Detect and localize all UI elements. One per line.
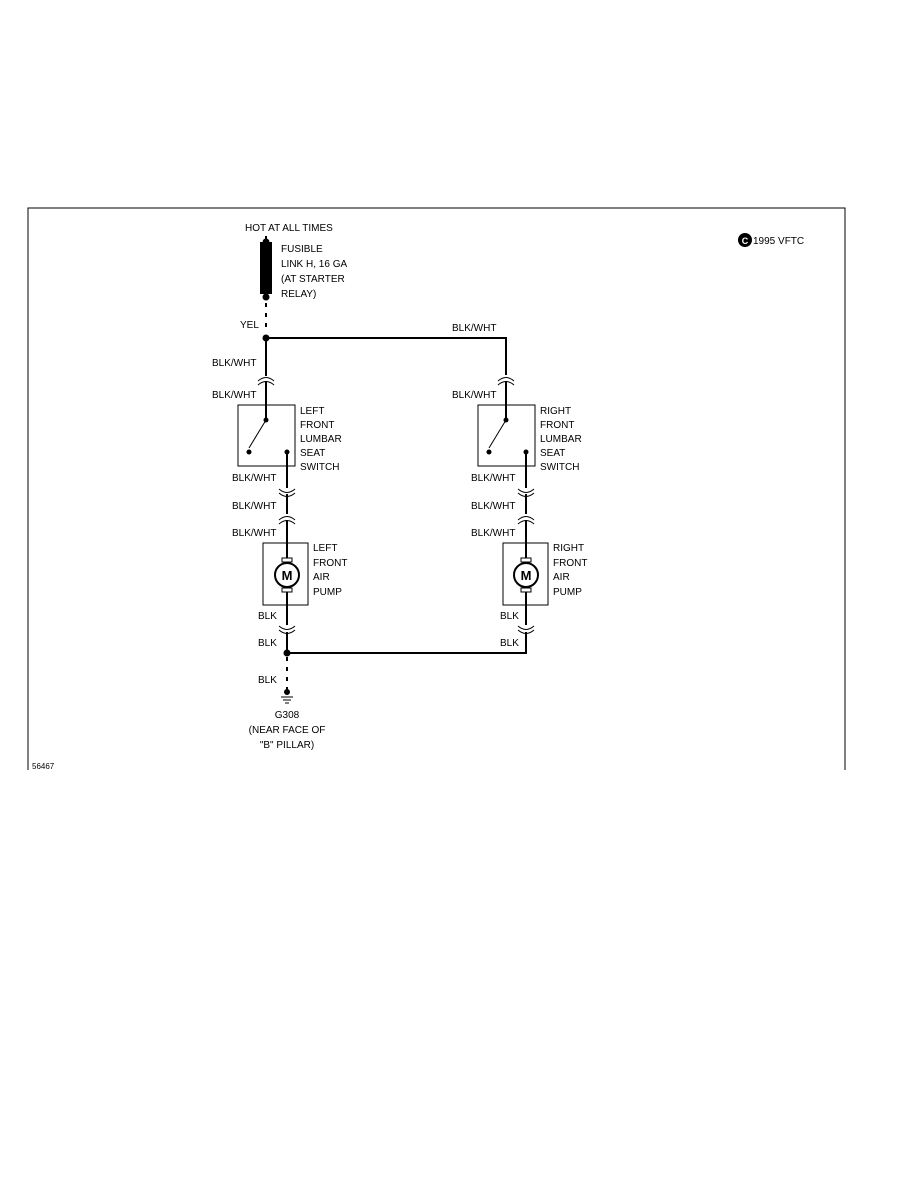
left-wire-1-label: BLK/WHT <box>212 358 256 369</box>
ground-icon <box>281 689 293 704</box>
left-switch-label-4: SEAT <box>300 448 325 459</box>
copyright-mark: C <box>742 236 749 246</box>
left-wire-7-label: BLK <box>258 638 277 649</box>
ground-wire-label: BLK <box>258 675 277 686</box>
left-pump-label-4: PUMP <box>313 587 342 598</box>
left-motor-symbol: M <box>282 568 293 583</box>
figure-id: 56467 <box>32 762 55 771</box>
right-switch-pivot <box>486 449 492 455</box>
right-switch-label-1: RIGHT <box>540 406 571 417</box>
left-pump-label-2: FRONT <box>313 558 347 569</box>
diagram-frame <box>27 207 846 770</box>
right-motor-icon <box>513 562 539 588</box>
left-motor-brush-top <box>281 557 293 563</box>
fusible-link-line-3: (AT STARTER <box>281 274 345 285</box>
top-crossover-label: BLK/WHT <box>452 323 496 334</box>
right-wire-4-label: BLK/WHT <box>471 528 515 539</box>
right-wire-2-label: BLK/WHT <box>471 473 515 484</box>
right-motor-symbol: M <box>521 568 532 583</box>
left-pump-label-3: AIR <box>313 572 330 583</box>
left-wire-4-label: BLK/WHT <box>232 501 276 512</box>
right-switch-label-5: SWITCH <box>540 462 579 473</box>
left-wire-6-label: BLK <box>258 611 277 622</box>
fusible-link-body <box>260 242 272 294</box>
left-switch-label-1: LEFT <box>300 406 324 417</box>
fusible-link-bottom-dot <box>262 293 270 301</box>
right-connector-4 <box>517 625 535 634</box>
right-pump-label-2: FRONT <box>553 558 587 569</box>
ground-label-2: (NEAR FACE OF <box>249 725 326 736</box>
right-motor-brush-top <box>520 557 532 563</box>
left-switch-pivot <box>246 449 252 455</box>
copyright-notice: C 1995 VFTC <box>738 233 804 247</box>
fusible-link-line-2: LINK H, 16 GA <box>281 259 347 270</box>
left-switch-label-5: SWITCH <box>300 462 339 473</box>
right-switch-label-4: SEAT <box>540 448 565 459</box>
left-motor-brush-bottom <box>281 587 293 593</box>
right-wire-1-label: BLK/WHT <box>452 390 496 401</box>
right-switch-label-3: LUMBAR <box>540 434 582 445</box>
left-air-pump-box <box>262 542 309 606</box>
right-pump-label-4: PUMP <box>553 587 582 598</box>
right-wire-3-label: BLK/WHT <box>471 501 515 512</box>
left-wire-2-label: BLK/WHT <box>212 390 256 401</box>
left-pump-label-1: LEFT <box>313 543 337 554</box>
left-wire-5-label: BLK/WHT <box>232 528 276 539</box>
hot-at-all-times-label: HOT AT ALL TIMES <box>245 223 333 234</box>
left-switch-label-2: FRONT <box>300 420 334 431</box>
yel-wire-label: YEL <box>240 320 259 331</box>
fusible-link-line-4: RELAY) <box>281 289 316 300</box>
right-pump-label-3: AIR <box>553 572 570 583</box>
left-switch-blade <box>248 419 267 449</box>
copyright-text: 1995 VFTC <box>753 236 804 247</box>
left-wire-3-label: BLK/WHT <box>232 473 276 484</box>
right-pump-label-1: RIGHT <box>553 543 584 554</box>
copyright-icon <box>738 233 752 247</box>
left-motor-icon <box>274 562 300 588</box>
right-wire-5-label: BLK <box>500 611 519 622</box>
right-switch-label-2: FRONT <box>540 420 574 431</box>
left-switch-label-3: LUMBAR <box>300 434 342 445</box>
right-motor-brush-bottom <box>520 587 532 593</box>
bottom-crossover-wire <box>287 632 527 654</box>
ground-label-3: "B" PILLAR) <box>260 740 314 751</box>
ground-label-1: G308 <box>275 710 300 721</box>
fusible-link-line-1: FUSIBLE <box>281 244 323 255</box>
top-crossover-wire <box>266 337 507 375</box>
fusible-link-top-dot <box>262 238 270 246</box>
bottom-crossover-label: BLK <box>500 638 519 649</box>
right-switch-blade <box>488 419 507 449</box>
